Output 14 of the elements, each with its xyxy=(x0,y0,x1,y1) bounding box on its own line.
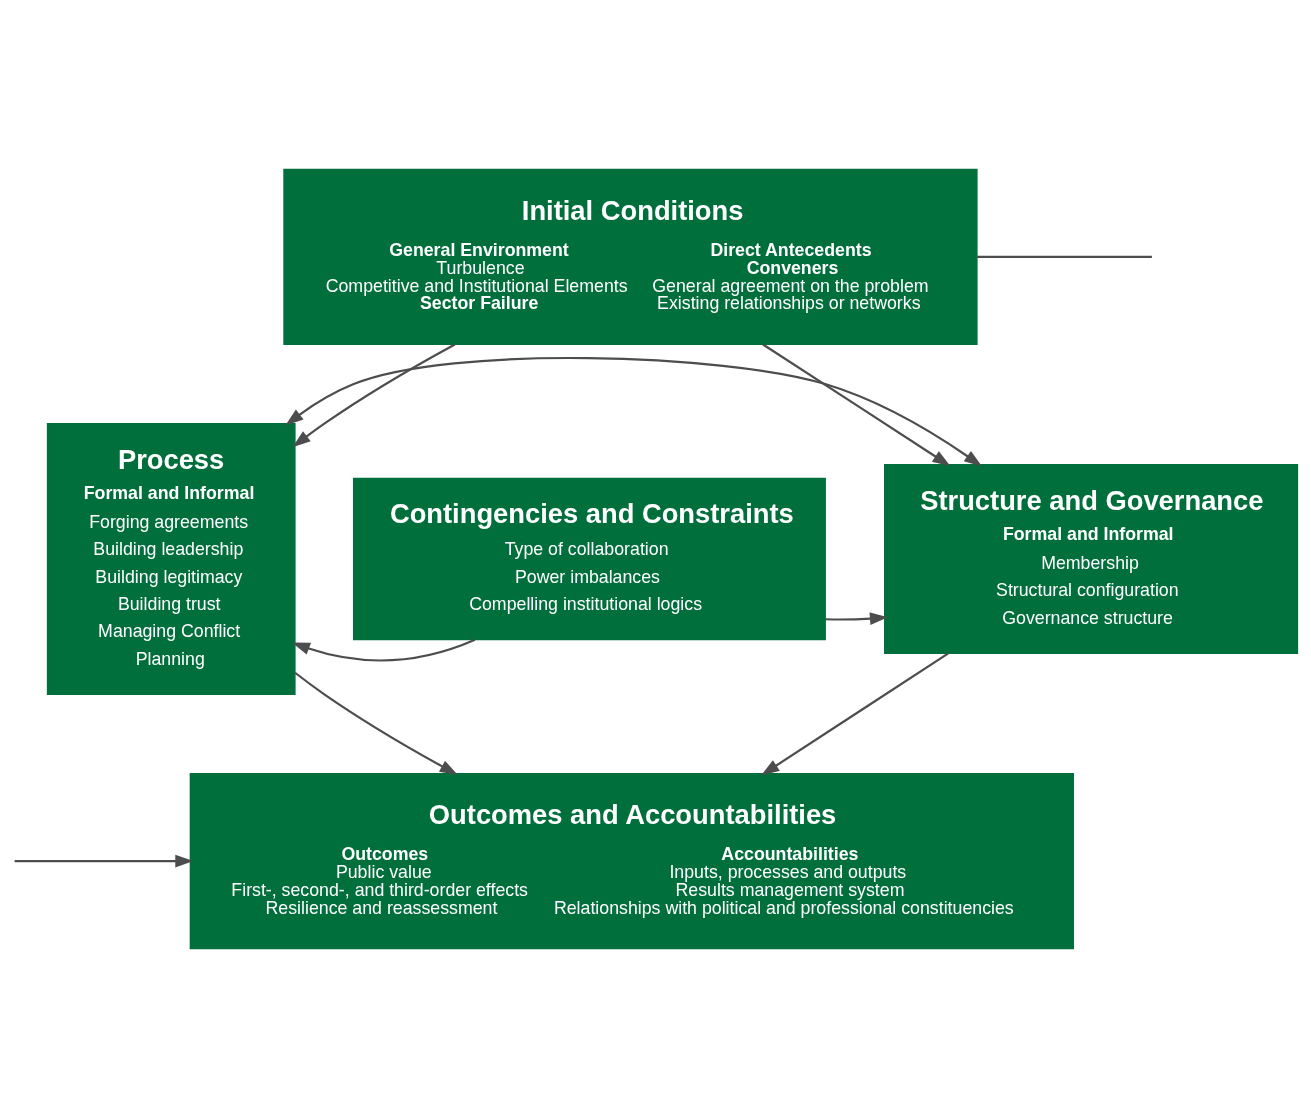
node-box: Structure and Governance Formal and Informal Membership Structural configuration Governance structure xyxy=(884,463,1299,654)
arrow xyxy=(762,343,951,466)
arrow xyxy=(291,638,476,662)
node-box: Contingencies and Constraints Type of collaboration Power imbalances Compelling institutional logics xyxy=(353,477,826,640)
arrow xyxy=(825,611,888,625)
arrow xyxy=(285,356,983,467)
arrow xyxy=(292,343,456,447)
node-box: Process Formal and Informal Forging agreements Building leadership Building legitimacy Building trust Managing Conflict Planning xyxy=(46,422,296,695)
arrow xyxy=(761,652,949,775)
connector xyxy=(977,255,1152,258)
node-box: Outcomes and Accountabilities Outcomes Public value First-, second-, and third-order effects Resilience and reassessment Accountabilities Inputs, processes and outputs Results management system Relationships with political and professional constituencies xyxy=(189,772,1074,949)
arrow xyxy=(294,671,458,775)
arrow xyxy=(14,854,194,867)
node-box: Initial Conditions General Environment Turbulence Competitive and Institutional Elements Sector Failure Direct Antecedents Conveners General agreement on the problem Existing relationships or networks xyxy=(283,168,978,345)
